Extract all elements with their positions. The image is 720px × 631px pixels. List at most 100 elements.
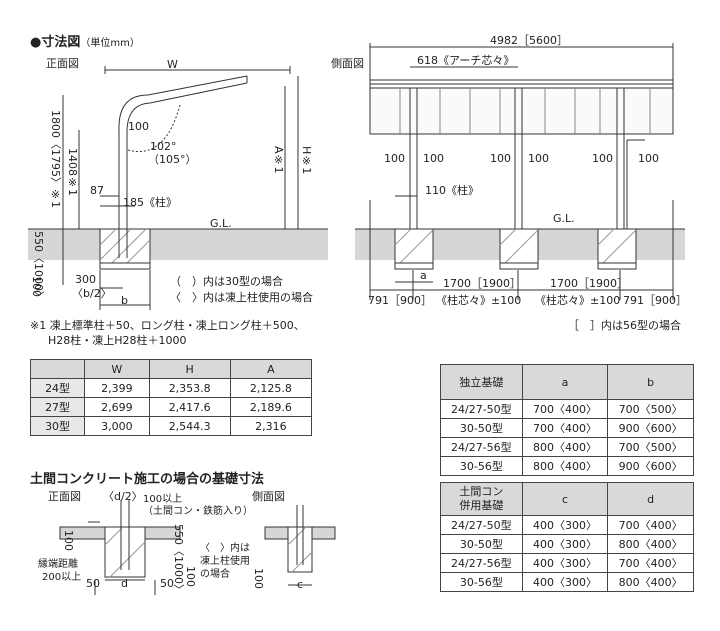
angle-alt-label: （105°） xyxy=(148,153,197,166)
dim-table-header: H xyxy=(148,359,231,379)
post3-left-label: 100 xyxy=(592,152,613,165)
table-cell: 30型 xyxy=(29,416,86,436)
table-cell: 24型 xyxy=(29,378,86,398)
table-row: 30型 3,000 2,544.3 2,316 xyxy=(29,416,313,436)
table-cell: 24/27-56型 xyxy=(440,437,523,457)
angle-label: 102° xyxy=(150,140,177,153)
base-table: 独立基礎 a b 24/27-50型 700〈400〉 700〈500〉 30-… xyxy=(440,364,694,476)
combo-table-header: d xyxy=(607,482,694,516)
table-cell: 800〈400〉 xyxy=(521,437,609,457)
table-row: 24/27-50型 700〈400〉 700〈500〉 xyxy=(440,399,694,419)
dim-185-label: 185《柱》 xyxy=(123,196,177,209)
table-cell: 2,316 xyxy=(229,416,313,436)
table-row: 24/27-56型 800〈400〉 700〈500〉 xyxy=(440,437,694,457)
concrete-side-view xyxy=(264,505,336,586)
page-title: ●寸法図（単位mm） xyxy=(30,35,140,50)
end1-label: 791［900］ xyxy=(368,294,432,307)
table-cell: 800〈400〉 xyxy=(607,572,694,592)
table-cell: 3,000 xyxy=(84,416,150,436)
table-cell: 2,353.8 xyxy=(148,378,231,398)
concrete-section-title: 土間コンクリート施工の場合の基礎寸法 xyxy=(30,472,265,487)
post3-right-label: 100 xyxy=(638,152,659,165)
front-view-label: 正面図 xyxy=(46,57,79,70)
table-cell: 30-50型 xyxy=(440,534,523,554)
table-cell: 700〈400〉 xyxy=(521,399,609,419)
post2-left-label: 100 xyxy=(490,152,511,165)
table-row: 24/27-56型 400〈300〉 700〈400〉 xyxy=(440,553,694,573)
footnote-line2: H28柱・凍上H28柱＋1000 xyxy=(48,334,187,347)
table-cell: 2,417.6 xyxy=(148,397,231,417)
base-table-header: b xyxy=(607,364,694,400)
pitch2-label: 《柱芯々》±100 xyxy=(535,294,621,307)
table-row: 24型 2,399 2,353.8 2,125.8 xyxy=(29,378,313,398)
table-row: 30-56型 400〈300〉 800〈400〉 xyxy=(440,572,694,592)
combo-table: 土間コン併用基礎 c d 24/27-50型 400〈300〉 700〈400〉… xyxy=(440,482,694,592)
concrete-d-label: d xyxy=(121,577,128,590)
dim-a-label: a xyxy=(420,269,427,282)
concrete-over100-label: 100以上 xyxy=(143,494,183,505)
table-cell: 30-56型 xyxy=(440,572,523,592)
table-cell: 700〈400〉 xyxy=(607,553,694,573)
concrete-front-label: 正面図 xyxy=(48,490,81,503)
dim-300-label: 300 xyxy=(75,273,96,286)
dim-table-header: A xyxy=(229,359,313,379)
table-row: 30-50型 400〈300〉 800〈400〉 xyxy=(440,534,694,554)
concrete-side-100-label: 100 xyxy=(252,568,265,589)
concrete-100b-label: 100 xyxy=(184,566,197,587)
side-view xyxy=(355,43,685,300)
table-cell: 2,399 xyxy=(84,378,150,398)
dim-87-label: 87 xyxy=(90,184,104,197)
side-ground-level-label: G.L. xyxy=(553,212,575,225)
concrete-note3: の場合 xyxy=(200,569,230,580)
concrete-note2: 凍上柱使用 xyxy=(200,556,250,567)
post1-right-label: 100 xyxy=(423,152,444,165)
dim-100-label: 100 xyxy=(128,120,149,133)
concrete-rebar-label: （土間コン・鉄筋入り） xyxy=(143,506,253,517)
combo-table-header: c xyxy=(521,482,609,516)
side-view-label: 側面図 xyxy=(331,57,364,70)
width-w-label: W xyxy=(167,58,178,71)
dim-b-label: b xyxy=(121,294,128,307)
table-cell: 2,544.3 xyxy=(148,416,231,436)
depth-550-label: 550〈1000〉 xyxy=(32,231,45,302)
pitch1-label: 《柱芯々》±100 xyxy=(436,294,522,307)
concrete-50a-label: 50 xyxy=(86,577,100,590)
front-view xyxy=(28,66,328,310)
table-cell: 900〈600〉 xyxy=(607,418,694,438)
table-cell: 700〈500〉 xyxy=(607,399,694,419)
height-h-label: H※1 xyxy=(300,146,313,175)
height-1408-label: 1408※1 xyxy=(66,148,79,196)
table-cell: 30-56型 xyxy=(440,456,523,476)
combo-table-header: 土間コン併用基礎 xyxy=(440,482,523,516)
total-length-label: 4982［5600］ xyxy=(490,34,568,47)
footnote-line1: ※1 凍上標準柱＋50、ロング柱・凍上ロング柱＋500、 xyxy=(30,319,305,332)
note-56-label: ［ ］内は56型の場合 xyxy=(568,319,681,332)
table-row: 24/27-50型 400〈300〉 700〈400〉 xyxy=(440,515,694,535)
table-cell: 30-50型 xyxy=(440,418,523,438)
table-cell: 800〈400〉 xyxy=(521,456,609,476)
table-cell: 27型 xyxy=(29,397,86,417)
depth-100-label: 100 xyxy=(30,276,43,297)
dim-table-header: W xyxy=(84,359,150,379)
height-a-label: A※1 xyxy=(272,146,285,174)
ground-level-label: G.L. xyxy=(210,217,232,230)
span2-label: 1700［1900］ xyxy=(550,277,628,290)
dim-b2-label: 〈b/2〉 xyxy=(72,287,112,300)
table-row: 30-56型 800〈400〉 900〈600〉 xyxy=(440,456,694,476)
edge-distance-label: 縁端距離 xyxy=(38,559,78,570)
table-cell: 400〈300〉 xyxy=(521,553,609,573)
concrete-550-label: 550〈1000〉 xyxy=(172,524,185,595)
base-table-header: 独立基礎 xyxy=(440,364,523,400)
table-cell: 800〈400〉 xyxy=(607,534,694,554)
table-cell: 400〈300〉 xyxy=(521,534,609,554)
concrete-note1: 〈 〉内は xyxy=(200,543,250,554)
post1-left-label: 100 xyxy=(384,152,405,165)
table-cell: 24/27-50型 xyxy=(440,399,523,419)
table-cell: 700〈400〉 xyxy=(607,515,694,535)
concrete-50b-label: 50 xyxy=(160,577,174,590)
table-cell: 2,699 xyxy=(84,397,150,417)
concrete-front-view xyxy=(59,500,181,595)
table-cell: 2,189.6 xyxy=(229,397,313,417)
post2-right-label: 100 xyxy=(528,152,549,165)
